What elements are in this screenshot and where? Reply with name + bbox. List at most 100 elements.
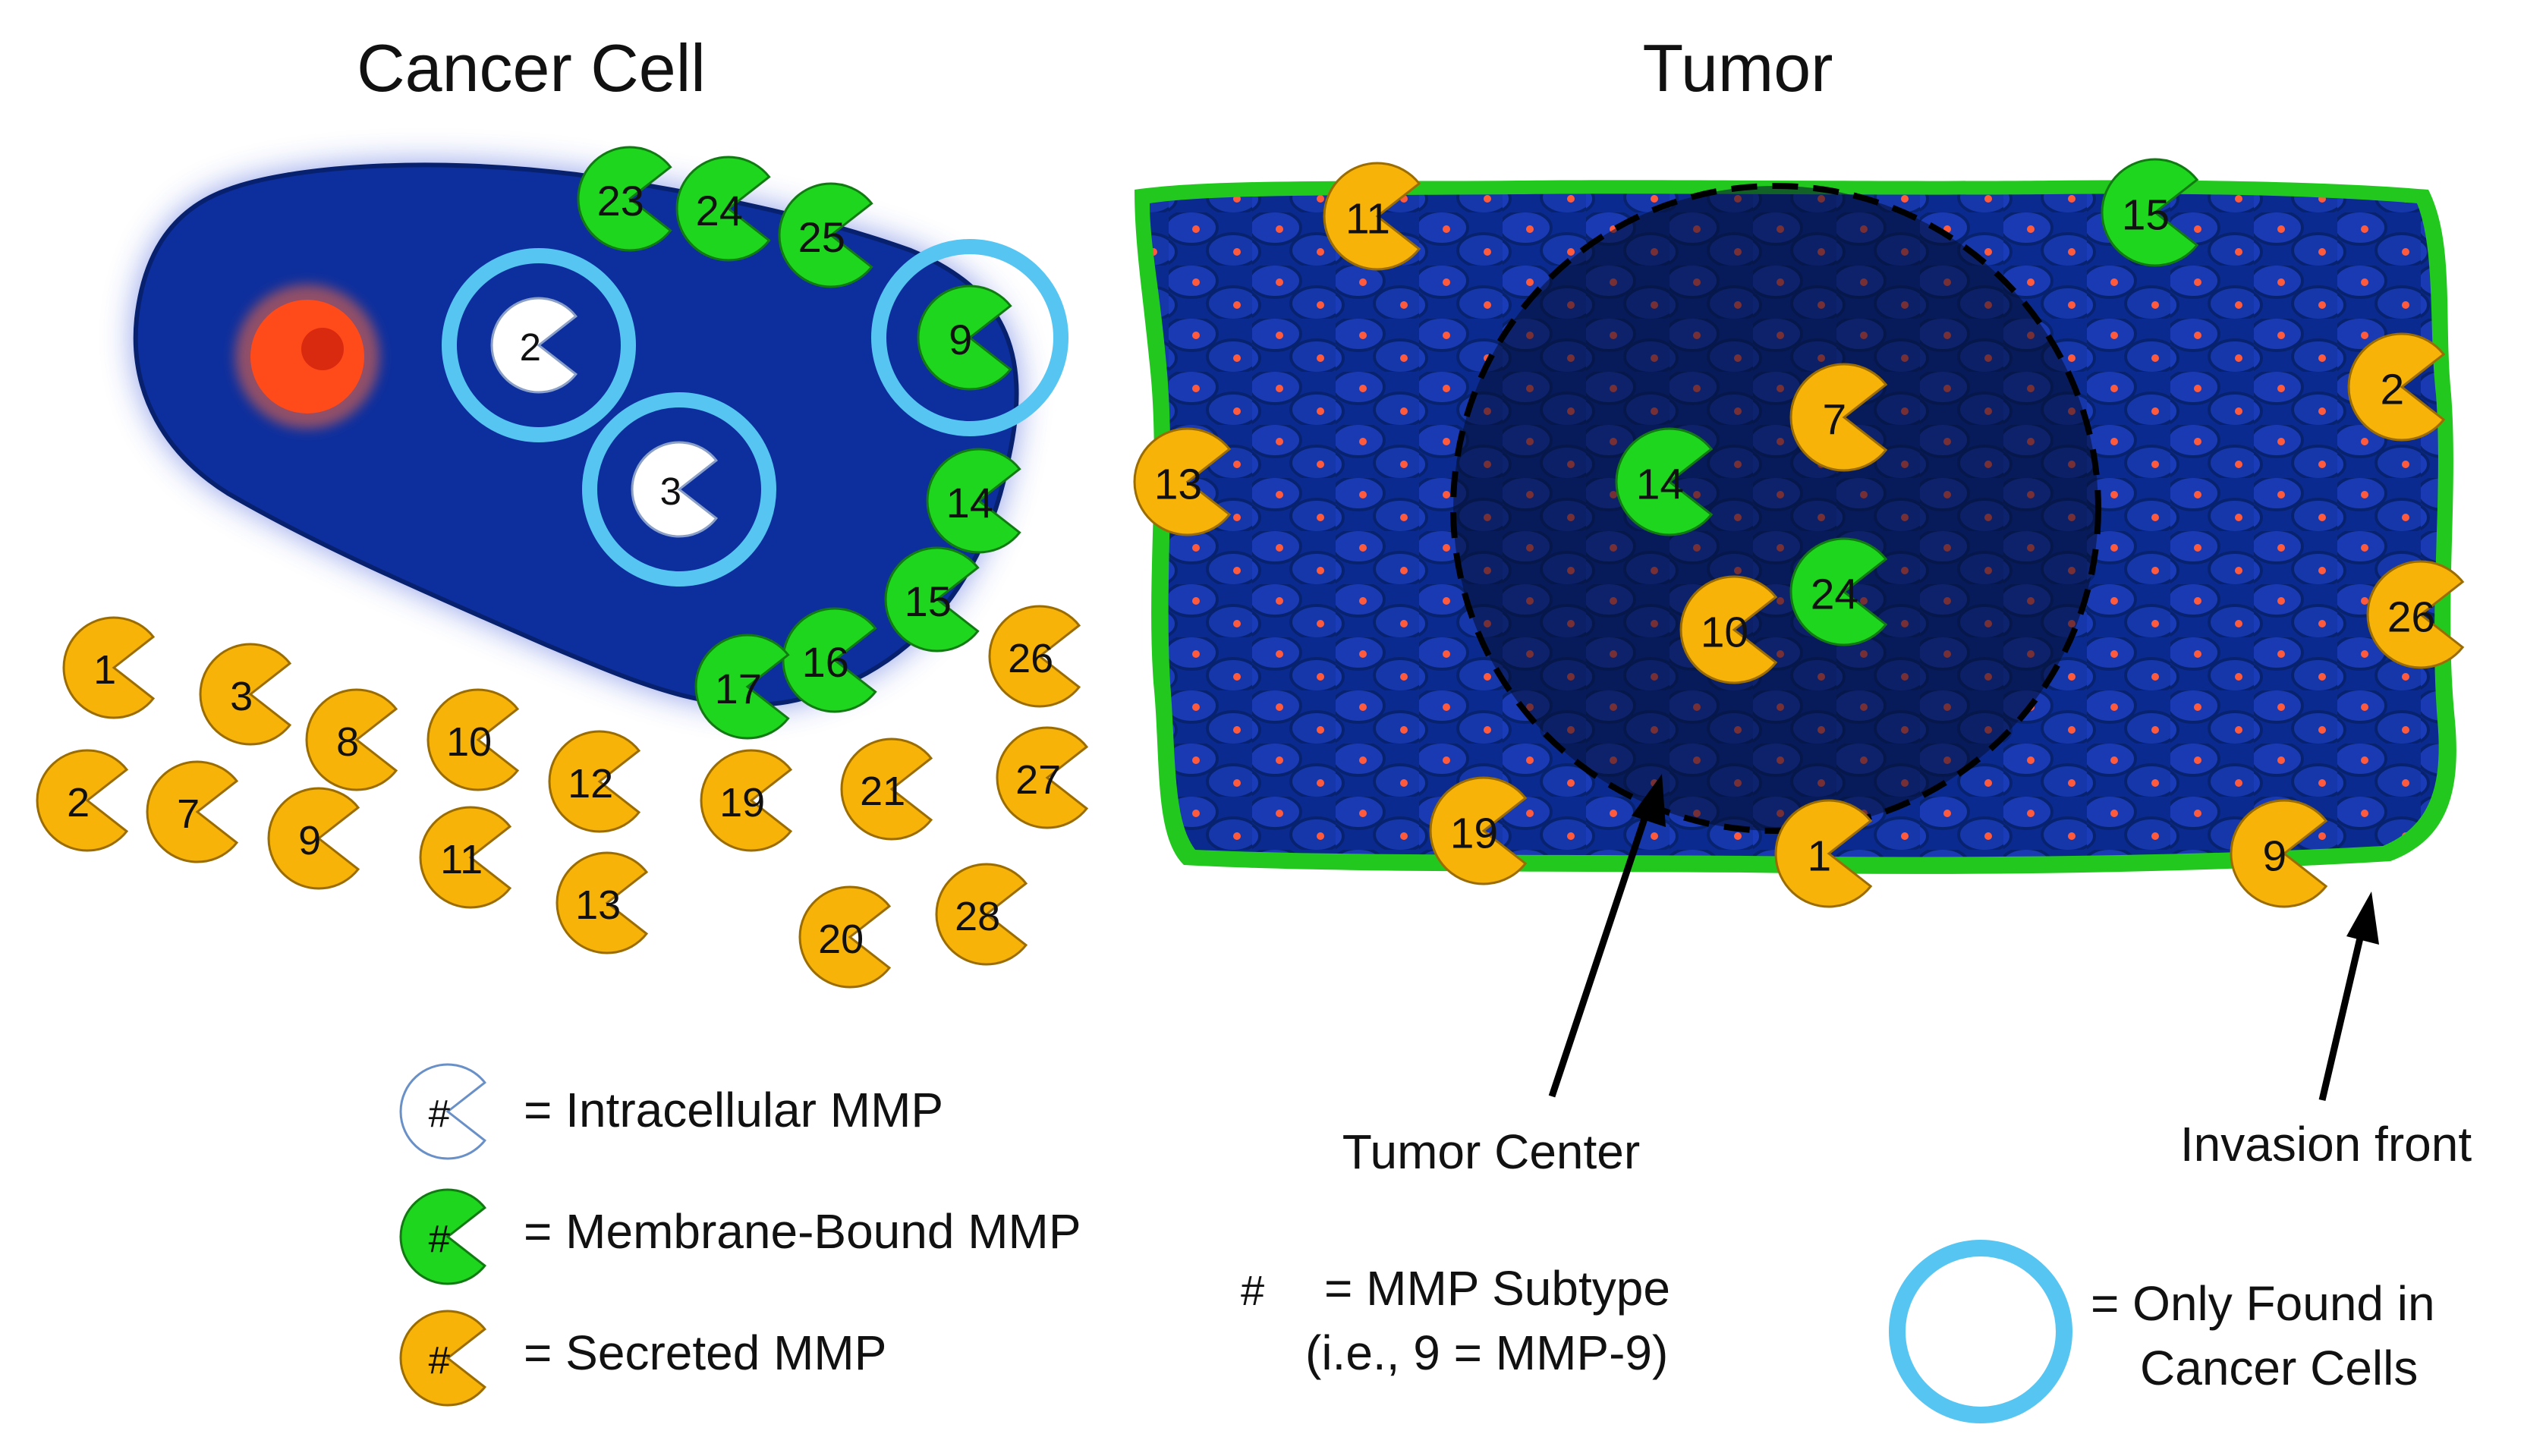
secreted-mmp-shape bbox=[305, 688, 398, 791]
secreted-mmp-shape bbox=[36, 749, 129, 852]
secreted-mmp: 1 bbox=[1774, 799, 1873, 908]
legend-membrane-icon: # bbox=[399, 1188, 486, 1285]
legend-secreted-text: = Secreted MMP bbox=[524, 1325, 886, 1380]
secreted-mmp-number: 12 bbox=[568, 761, 613, 807]
membrane-mmp-number: 14 bbox=[946, 479, 993, 527]
secreted-mmp-shape bbox=[2230, 799, 2328, 908]
membrane-mmp-number: 25 bbox=[798, 213, 845, 261]
membrane-mmp: 14 bbox=[1615, 427, 1714, 536]
cancer-only-ring bbox=[442, 248, 636, 442]
secreted-mmp-number: 7 bbox=[177, 791, 200, 837]
secreted-mmp-number: 9 bbox=[298, 818, 321, 863]
secreted-mmp: 13 bbox=[1133, 427, 1232, 536]
membrane-mmp-number: 15 bbox=[2122, 190, 2170, 239]
secreted-mmp-shape bbox=[1323, 162, 1421, 271]
tumor-center-arrowhead bbox=[1632, 774, 1666, 827]
membrane-mmp: 15 bbox=[884, 546, 980, 653]
membrane-mmp-shape bbox=[577, 146, 672, 252]
secreted-mmp-number: 21 bbox=[860, 769, 905, 814]
secreted-mmp: 13 bbox=[555, 851, 649, 954]
secreted-mmp: 26 bbox=[2366, 560, 2465, 669]
secreted-mmp: 19 bbox=[700, 749, 793, 852]
secreted-mmp: 20 bbox=[798, 885, 892, 989]
intracellular-mmp: 3 bbox=[631, 441, 718, 538]
membrane-mmp-number: 15 bbox=[905, 577, 952, 625]
secreted-mmp-number: 26 bbox=[2387, 593, 2435, 641]
secreted-mmp-number: 13 bbox=[1154, 460, 1202, 508]
cell-body bbox=[133, 162, 1019, 708]
secreted-mmp: 9 bbox=[2230, 799, 2328, 908]
intracellular-mmp-shape bbox=[631, 441, 718, 538]
secreted-mmp: 9 bbox=[267, 787, 360, 890]
legend-secreted-icon-shape bbox=[399, 1310, 486, 1407]
secreted-mmp-number: 27 bbox=[1015, 757, 1061, 803]
intracellular-mmp-shape bbox=[490, 297, 577, 394]
tumor-center-label: Tumor Center bbox=[1342, 1124, 1640, 1179]
secreted-mmp: 26 bbox=[988, 605, 1081, 708]
secreted-mmp-number: 2 bbox=[67, 780, 90, 825]
cancer-only-ring bbox=[871, 239, 1068, 436]
secreted-mmp-shape bbox=[2347, 332, 2446, 442]
secreted-mmp-number: 11 bbox=[440, 837, 483, 882]
membrane-mmp-shape bbox=[884, 546, 980, 653]
secreted-mmp-number: 1 bbox=[1808, 832, 1832, 880]
secreted-mmp-shape bbox=[798, 885, 892, 989]
invasion-front-arrowhead bbox=[2346, 892, 2379, 945]
intracellular-mmp-group: 23 bbox=[490, 297, 718, 538]
legend-intracellular-icon-shape bbox=[399, 1063, 486, 1160]
tumor-center-arrow bbox=[1548, 799, 1654, 1098]
secreted-mmp-shape bbox=[426, 688, 520, 791]
intracellular-mmp-number: 3 bbox=[660, 470, 681, 513]
legend-cancer-only-ring bbox=[1889, 1240, 2072, 1423]
secreted-mmp: 28 bbox=[935, 863, 1028, 966]
membrane-mmp: 24 bbox=[675, 156, 771, 262]
secreted-mmp: 10 bbox=[426, 688, 520, 791]
legend-cancer-only-line2: Cancer Cells bbox=[2140, 1341, 2418, 1395]
membrane-mmp: 17 bbox=[694, 634, 790, 740]
legend-secreted-icon: # bbox=[399, 1310, 486, 1407]
secreted-mmp-number: 19 bbox=[1450, 809, 1498, 857]
membrane-mmp-shape bbox=[917, 285, 1012, 391]
legend-cancer-only-line1: = Only Found in bbox=[2091, 1276, 2435, 1331]
legend-subtype-line2: (i.e., 9 = MMP-9) bbox=[1305, 1325, 1668, 1380]
membrane-mmp: 14 bbox=[926, 448, 1021, 554]
secreted-mmp: 3 bbox=[199, 643, 292, 746]
legend-intracellular-text: = Intracellular MMP bbox=[524, 1083, 943, 1137]
membrane-mmp: 24 bbox=[1789, 537, 1888, 646]
nucleolus bbox=[301, 328, 344, 370]
membrane-mmp-number: 24 bbox=[1811, 570, 1858, 618]
secreted-mmp: 11 bbox=[1323, 162, 1421, 271]
membrane-mmp-shape bbox=[1789, 537, 1888, 646]
membrane-mmp-shape bbox=[2101, 158, 2199, 267]
secreted-mmp: 7 bbox=[1789, 363, 1888, 472]
legend-subtype-symbol: # bbox=[1241, 1266, 1264, 1314]
secreted-mmp-number: 3 bbox=[230, 674, 253, 719]
legend-membrane-icon-number: # bbox=[429, 1217, 451, 1260]
cancer-cell bbox=[133, 162, 1019, 708]
secreted-mmp-number: 10 bbox=[1701, 608, 1748, 656]
legend: # # # bbox=[399, 1063, 486, 1407]
legend-subtype-line1: = MMP Subtype bbox=[1324, 1261, 1670, 1316]
secreted-mmp-shape bbox=[146, 760, 239, 863]
secreted-mmp: 2 bbox=[36, 749, 129, 852]
secreted-mmp-shape bbox=[988, 605, 1081, 708]
secreted-mmp: 27 bbox=[996, 726, 1089, 829]
secreted-mmp-shape bbox=[548, 730, 641, 833]
secreted-mmp-shape bbox=[1133, 427, 1232, 536]
legend-membrane-icon-shape bbox=[399, 1188, 486, 1285]
legend-intracellular-icon: # bbox=[399, 1063, 486, 1160]
membrane-mmp: 15 bbox=[2101, 158, 2199, 267]
membrane-mmp-shape bbox=[926, 448, 1021, 554]
secreted-mmp-number: 19 bbox=[719, 780, 765, 825]
invasion-front-label: Invasion front bbox=[2180, 1117, 2472, 1171]
secreted-mmp-shape bbox=[1679, 575, 1778, 684]
legend-membrane-text: = Membrane-Bound MMP bbox=[524, 1204, 1081, 1259]
secreted-mmp-shape bbox=[555, 851, 649, 954]
secreted-mmp-number: 11 bbox=[1345, 194, 1390, 243]
tumor-membrane-mmp-group: 15 14 24 bbox=[1615, 158, 2199, 646]
secreted-mmp-shape bbox=[1789, 363, 1888, 472]
membrane-mmp-shape bbox=[778, 182, 873, 288]
